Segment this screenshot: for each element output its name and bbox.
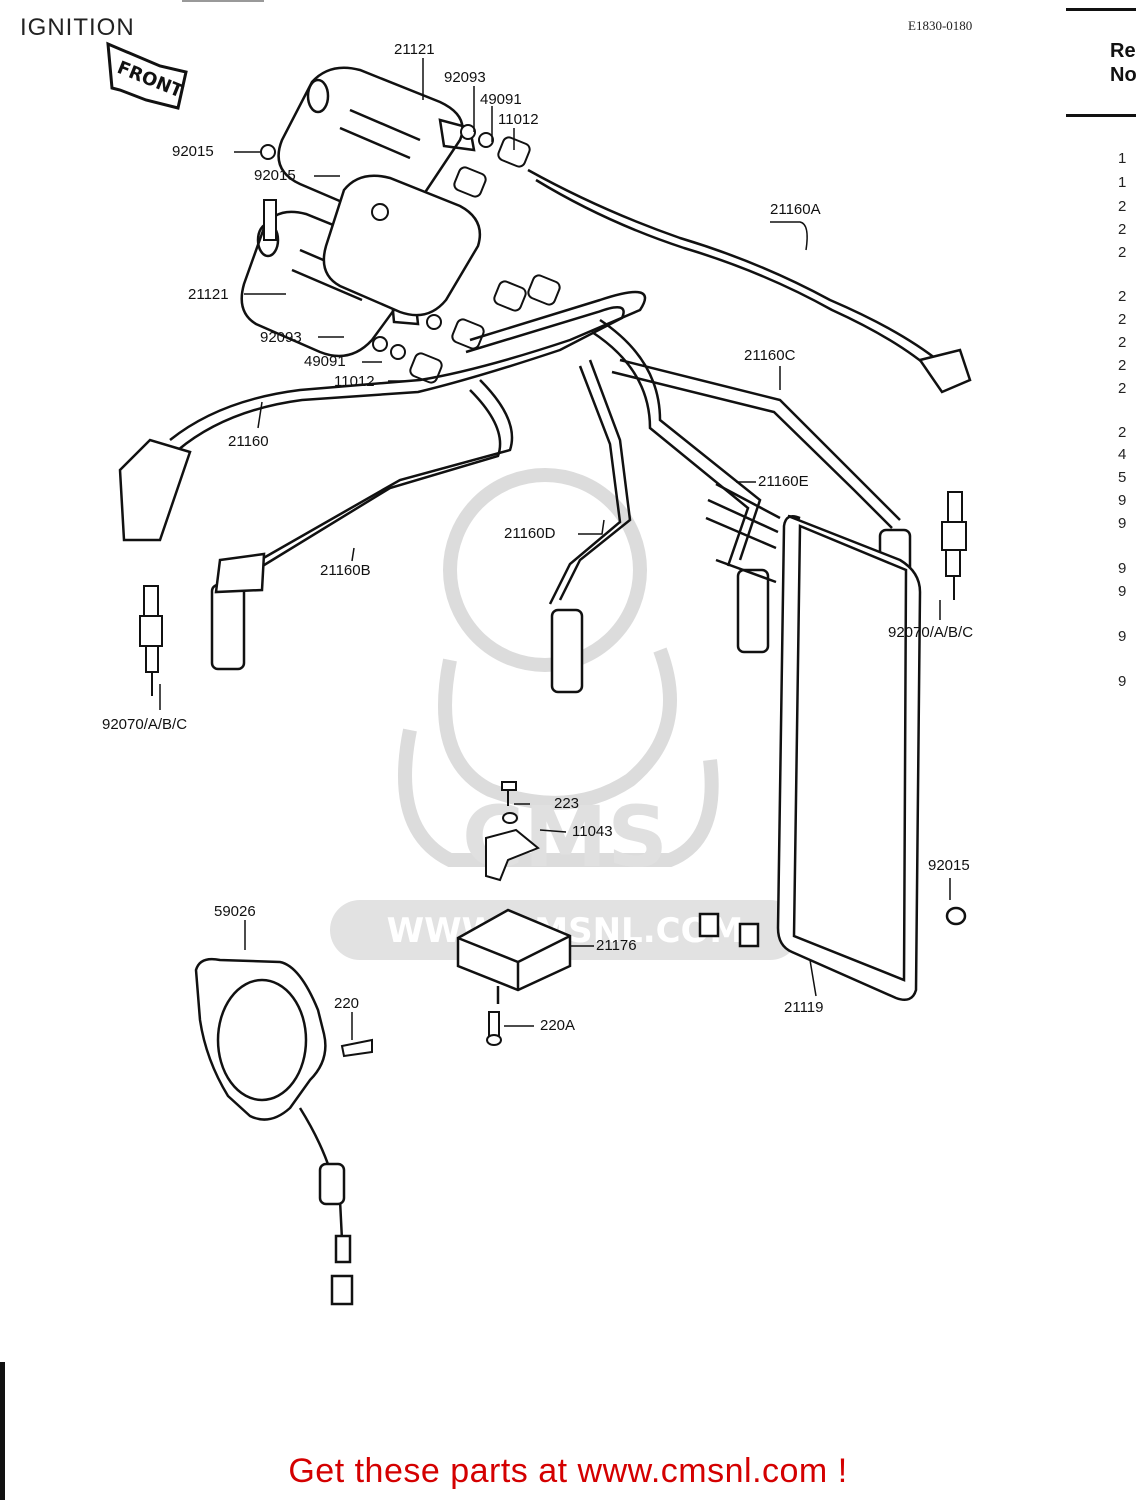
callout-92015-a: 92015 <box>172 143 214 160</box>
stud-92015-b <box>263 199 277 241</box>
ht-leads <box>169 168 941 605</box>
callout-21176: 21176 <box>596 937 637 954</box>
plug-caps <box>118 348 972 694</box>
ref-item: 2 <box>1118 244 1127 261</box>
screw-220 <box>340 1038 373 1058</box>
callout-92070-left: 92070/A/B/C <box>102 716 188 733</box>
callout-92093-left: 92093 <box>260 329 302 346</box>
left-edge-bar <box>0 1362 5 1500</box>
callout-49091-left: 49091 <box>304 353 346 370</box>
ref-item: 9 <box>1118 560 1127 577</box>
callout-92015-b: 92015 <box>254 167 296 184</box>
ref-item: 2 <box>1118 198 1127 215</box>
front-arrow-icon: FRONT <box>106 41 188 110</box>
callout-11012-top: 11012 <box>498 111 539 128</box>
top-rule <box>182 0 264 2</box>
callout-92015-right: 92015 <box>928 857 970 874</box>
ref-header-line1: Re <box>1110 40 1136 62</box>
callout-11012-left: 11012 <box>334 373 375 390</box>
ref-item: 2 <box>1118 334 1127 351</box>
ref-header-line2: No <box>1110 64 1136 86</box>
callout-21160C: 21160C <box>744 347 796 364</box>
ref-rule-top <box>1066 8 1136 11</box>
screw-223 <box>501 781 518 824</box>
leader-lines <box>159 58 951 1040</box>
pickup-arm-11043 <box>485 828 540 882</box>
ref-item: 1 <box>1118 174 1127 191</box>
ref-item: 2 <box>1118 288 1127 305</box>
callout-92093-top: 92093 <box>444 69 486 86</box>
ref-item: 2 <box>1118 221 1127 238</box>
watermark-logo: CMS WWW.CMSNL.COM <box>330 468 800 960</box>
ref-item: 1 <box>1118 150 1127 167</box>
callout-21160D: 21160D <box>504 525 556 542</box>
callout-21160B: 21160B <box>320 562 371 579</box>
ref-item: 9 <box>1118 515 1127 532</box>
footer-link[interactable]: Get these parts at www.cmsnl.com ! <box>288 1452 848 1490</box>
callout-92070-right: 92070/A/B/C <box>888 624 974 641</box>
diagram-code: E1830-0180 <box>908 18 973 33</box>
nut-92015-a <box>260 144 276 160</box>
spark-plug-left <box>139 585 163 696</box>
callout-220A: 220A <box>540 1017 576 1034</box>
callout-11043: 11043 <box>572 823 613 840</box>
igniter-box-21176 <box>456 908 572 1004</box>
callout-21121-left: 21121 <box>188 286 229 303</box>
cap-nuts <box>260 124 561 384</box>
callout-21121-top: 21121 <box>394 41 435 58</box>
ref-item: 9 <box>1118 628 1127 645</box>
callout-49091-top: 49091 <box>480 91 522 108</box>
ref-item: 9 <box>1118 673 1127 690</box>
callout-21160A: 21160A <box>770 201 821 218</box>
ignitor-unit-21119 <box>698 482 967 1001</box>
ref-item: 4 <box>1118 446 1127 463</box>
pickup-coil-59026 <box>194 957 354 1306</box>
ref-item: 9 <box>1118 583 1127 600</box>
ref-item: 5 <box>1118 469 1127 486</box>
reference-panel: Re No 1 1 2 2 2 2 2 2 2 2 2 4 5 9 9 9 9 … <box>1066 0 1136 700</box>
ref-item: 2 <box>1118 357 1127 374</box>
callout-220: 220 <box>334 995 360 1012</box>
ref-item: 2 <box>1118 424 1127 441</box>
spark-plug-right <box>941 491 967 600</box>
ref-item: 2 <box>1118 311 1127 328</box>
callout-223: 223 <box>554 795 580 812</box>
callout-21160E: 21160E <box>758 473 809 490</box>
callout-59026: 59026 <box>214 903 256 920</box>
ref-item: 9 <box>1118 492 1127 509</box>
ref-item: 2 <box>1118 380 1127 397</box>
callout-21160: 21160 <box>228 433 269 450</box>
ref-rule-bottom <box>1066 114 1136 117</box>
ignition-coil-middle <box>322 174 482 317</box>
screw-220A <box>486 1011 502 1046</box>
callout-21119: 21119 <box>784 999 824 1016</box>
page-title: IGNITION <box>20 14 135 41</box>
